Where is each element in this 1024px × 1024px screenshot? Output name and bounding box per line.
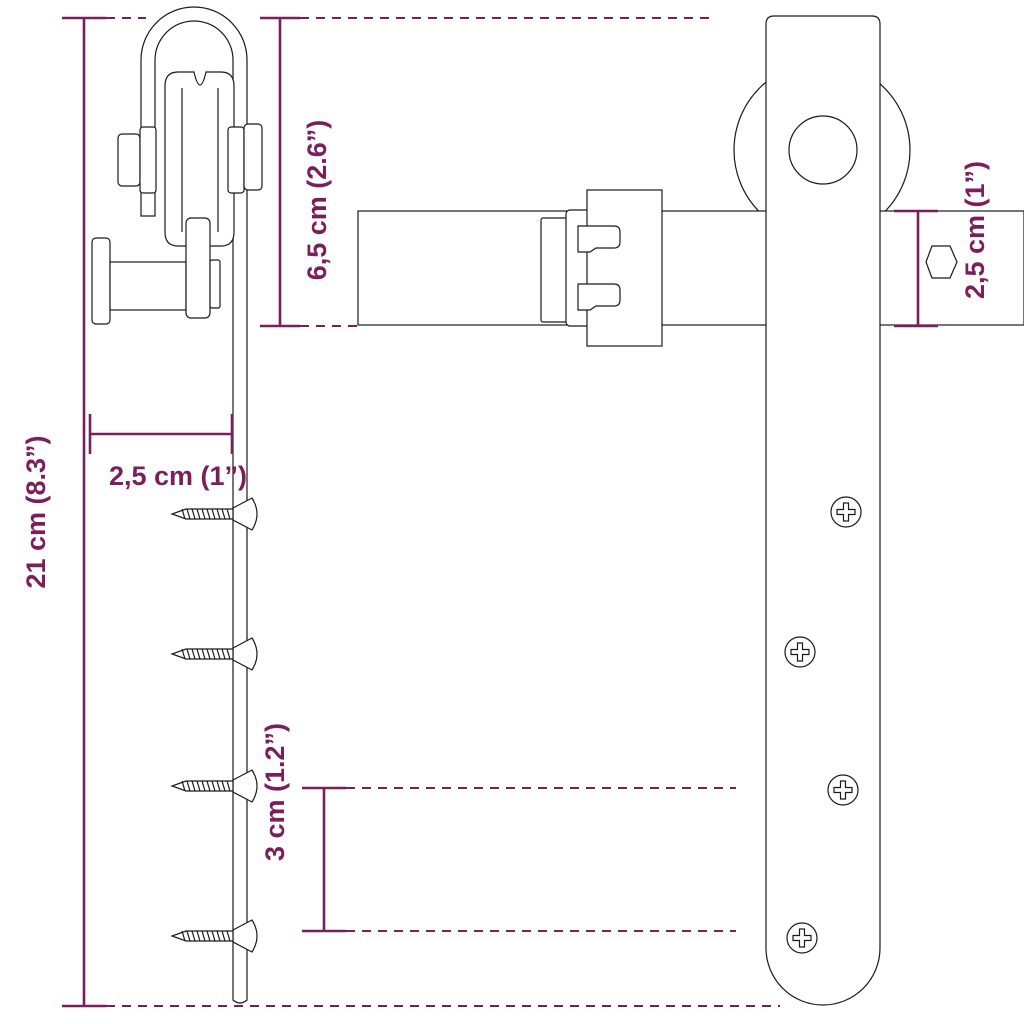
screw-spacing-label: 3 cm (1.2”) xyxy=(260,723,290,861)
stopper-tab-top xyxy=(577,225,621,253)
side-screws xyxy=(170,497,258,953)
stopper-back xyxy=(540,217,570,323)
anti-jump-nut xyxy=(209,259,221,309)
axle-nut-left xyxy=(117,133,141,187)
stopper-clip xyxy=(540,189,663,347)
stopper-body xyxy=(586,189,663,347)
phillips-screw-3 xyxy=(827,774,859,806)
side-width-label: 2,5 cm (1”) xyxy=(109,461,247,491)
axle-hole xyxy=(788,115,858,185)
hanger-side-view xyxy=(91,6,263,1004)
hanger-front-view xyxy=(357,15,1024,1006)
screw-4 xyxy=(170,919,258,953)
anti-jump-shaft xyxy=(109,261,187,311)
axle-nut-right xyxy=(243,123,263,191)
top-height-label: 6,5 cm (2.6”) xyxy=(302,120,332,281)
rail-height-label: 2,5 cm (1”) xyxy=(960,161,990,299)
anti-jump-head xyxy=(91,237,111,325)
anti-jump-spacer xyxy=(185,217,211,319)
total-height-label: 21 cm (8.3”) xyxy=(21,435,51,588)
dimension-lines xyxy=(62,16,938,1008)
screw-2 xyxy=(170,637,258,671)
rail xyxy=(357,210,1024,326)
front-screws xyxy=(784,496,862,954)
front-strap xyxy=(765,15,881,1006)
phillips-screw-2 xyxy=(784,636,816,668)
stopper-tab-bottom xyxy=(577,283,621,311)
side-strap xyxy=(140,6,248,1004)
phillips-screw-1 xyxy=(830,496,862,528)
phillips-screw-4 xyxy=(786,922,818,954)
screw-1 xyxy=(170,497,258,531)
rail-bolt-icon xyxy=(925,245,958,279)
axle-washer-left xyxy=(139,126,157,194)
screw-3 xyxy=(170,769,258,803)
axle-washer-right xyxy=(227,126,245,194)
